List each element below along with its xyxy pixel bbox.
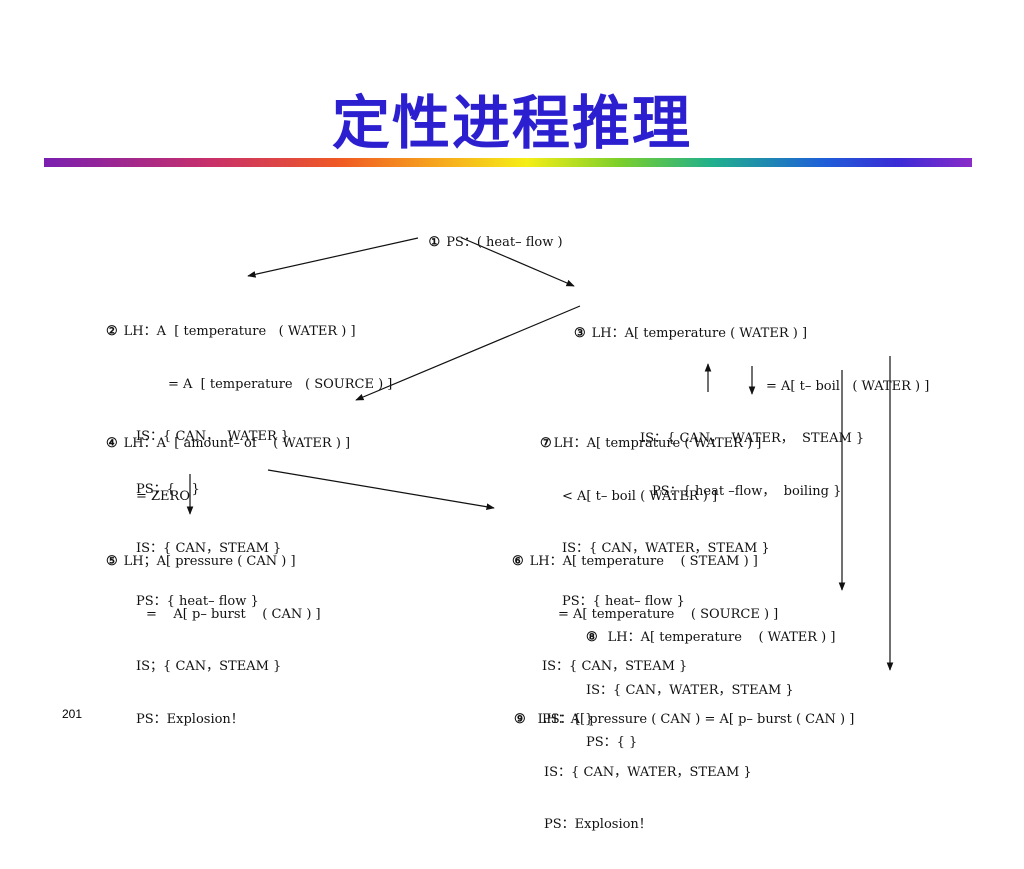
node-8-line-3: PS：{ } <box>586 735 638 750</box>
node-1-line-1: PS：( heat– flow ) <box>446 234 563 250</box>
node-9-line-2: IS：{ CAN，WATER，STEAM } <box>544 764 752 780</box>
node-9-line-1: LH：A[ pressure ( CAN ) = A[ p– burst ( C… <box>537 712 855 727</box>
node-2-line-2: = A [ temperature ( SOURCE ) ] <box>168 376 393 392</box>
node-6-line-1: LH：A[ temperature ( STEAM ) ] <box>529 554 758 569</box>
node-6-number: ⑥ <box>512 554 524 569</box>
node-7-line-4: PS：{ heat– flow } <box>562 593 685 609</box>
node-6: ⑥ LH：A[ temperature ( STEAM ) ] = A[ temp… <box>512 518 778 763</box>
node-7-number: ⑦ <box>540 436 552 451</box>
node-3-line-3: IS：{ CAN， WATER， STEAM } <box>640 431 865 446</box>
node-2-line-3: IS：{ CAN， WATER } <box>136 429 290 444</box>
node-8-line-2: IS：{ CAN，WATER，STEAM } <box>586 682 794 698</box>
node-9-number: ⑨ <box>514 712 526 727</box>
node-2-line-4: PS：{ } <box>136 481 200 497</box>
node-9: ⑨ LH：A[ pressure ( CAN ) = A[ p– burst ( … <box>514 676 854 869</box>
node-7-line-3: IS：{ CAN，WATER，STEAM } <box>562 541 770 556</box>
node-9-line-3: PS：Explosion！ <box>544 817 652 832</box>
rainbow-divider <box>44 158 972 167</box>
node-1-number: ① <box>428 234 441 250</box>
arrow-3-to-4 <box>355 305 581 401</box>
node-4: ④ LH：A [ amount– of ( WATER ) ] = ZERO IS… <box>106 400 350 645</box>
node-2-number: ② <box>106 324 118 339</box>
node-3: ③ LH：A[ temperature ( WATER ) ] = A[ t– b… <box>574 290 929 535</box>
node-5-line-2: = A[ p– burst ( CAN ) ] <box>146 606 321 622</box>
node-8-line-1: LH：A[ temperature ( WATER ) ] <box>607 630 836 645</box>
node-2-line-1: LH：A [ temperature ( WATER ) ] <box>123 324 356 339</box>
node-3-line-4: PS：{ heat –flow， boiling } <box>652 483 842 499</box>
node-8-number: ⑧ <box>586 630 598 645</box>
node-3-line-1: LH：A[ temperature ( WATER ) ] <box>591 326 808 341</box>
node-6-line-4: PS：{ } <box>542 711 594 727</box>
node-5-line-3: IS；{ CAN，STEAM } <box>136 659 282 674</box>
node-1: ① PS：( heat– flow ) <box>412 216 563 269</box>
node-8: ⑧ LH：A[ temperature ( WATER ) ] IS：{ CAN，… <box>586 594 835 787</box>
node-7-line-1: LH：A[ temprature ( WATER ) ] <box>553 436 762 451</box>
page-number: 201 <box>62 707 83 721</box>
node-2: ② LH：A [ temperature ( WATER ) ] = A [ te… <box>106 288 392 533</box>
node-4-number: ④ <box>106 436 118 451</box>
arrow-1-to-2 <box>247 237 419 278</box>
slide-title: 定性进程推理 <box>331 89 692 157</box>
process-diagram: ① PS：( heat– flow ) ② LH：A [ temperature (… <box>106 216 929 833</box>
node-4-line-1: LH：A [ amount– of ( WATER ) ] <box>123 436 351 451</box>
node-4-line-4: PS：{ heat– flow } <box>136 593 259 609</box>
node-7-line-2: < A[ t– boil ( WATER ) ] <box>562 488 718 504</box>
node-5-line-4: PS：Explosion！ <box>136 711 244 727</box>
node-4-line-2: = ZERO <box>136 488 190 504</box>
diagram-arrows <box>186 237 894 671</box>
node-4-line-3: IS：{ CAN，STEAM } <box>136 541 282 556</box>
node-5-number: ⑤ <box>106 554 118 569</box>
node-5: ⑤ LH；A[ pressure ( CAN ) ] = A[ p– burst … <box>106 518 321 763</box>
node-6-line-3: IS：{ CAN，STEAM } <box>542 659 688 674</box>
node-5-line-1: LH；A[ pressure ( CAN ) ] <box>123 554 296 569</box>
node-6-line-2: = A[ temperature ( SOURCE ) ] <box>558 606 779 622</box>
node-3-line-2: = A[ t– boil ( WATER ) ] <box>766 378 930 394</box>
node-3-number: ③ <box>574 326 586 341</box>
arrow-4-to-6 <box>267 469 495 511</box>
arrow-1-to-3 <box>461 237 575 287</box>
